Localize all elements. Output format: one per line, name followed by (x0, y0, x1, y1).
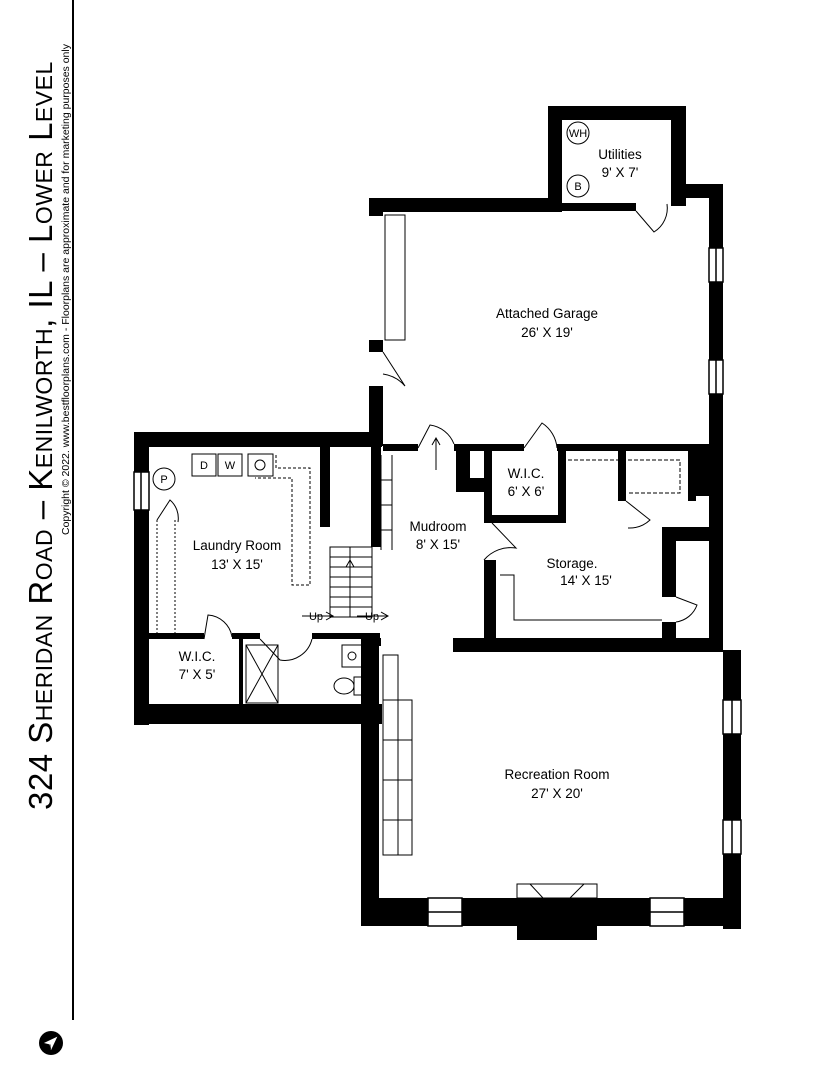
room-name: W.I.C. (179, 649, 216, 664)
symbol-water-heater: WH (566, 121, 590, 145)
room-name: Storage. (546, 556, 597, 571)
room-garage: Attached Garage 26' X 19' (496, 306, 598, 340)
room-size: 13' X 15' (211, 557, 263, 572)
dryer-label: D (200, 460, 208, 472)
north-arrow-icon: N (39, 1031, 63, 1055)
symbol-pump: P (152, 467, 176, 491)
room-size: 7' X 5' (179, 667, 216, 682)
room-name: Laundry Room (193, 538, 282, 553)
room-utilities: Utilities 9' X 7' (598, 147, 642, 180)
pump-label: P (160, 474, 167, 486)
room-wic-lower: W.I.C. 7' X 5' (179, 649, 216, 682)
room-name: Attached Garage (496, 306, 598, 321)
symbol-boiler: B (566, 174, 590, 198)
room-size: 8' X 15' (416, 537, 460, 552)
room-recreation: Recreation Room 27' X 20' (504, 767, 609, 801)
boiler-label: B (574, 181, 581, 193)
stair-up-markers: Up Up (302, 436, 441, 623)
stair-up-label-2: Up (365, 611, 379, 623)
water-heater-label: WH (569, 128, 587, 140)
room-name: W.I.C. (508, 466, 545, 481)
doors (156, 203, 698, 661)
room-name: Utilities (598, 147, 642, 162)
room-name: Recreation Room (504, 767, 609, 782)
room-size: 6' X 6' (508, 484, 545, 499)
room-size: 26' X 19' (521, 325, 573, 340)
room-mudroom: Mudroom 8' X 15' (409, 519, 466, 552)
washer-label: W (225, 460, 236, 472)
room-size: 14' X 15' (560, 573, 612, 588)
room-laundry: Laundry Room 13' X 15' (193, 538, 282, 572)
room-storage: Storage. 14' X 15' (546, 556, 611, 588)
windows (133, 247, 742, 927)
stair-up-label-1: Up (309, 611, 323, 623)
fixtures (156, 214, 681, 913)
room-size: 9' X 7' (602, 165, 639, 180)
room-wic-upper: W.I.C. 6' X 6' (508, 466, 545, 499)
room-name: Mudroom (409, 519, 466, 534)
room-size: 27' X 20' (531, 786, 583, 801)
svg-text:N: N (47, 1045, 51, 1051)
